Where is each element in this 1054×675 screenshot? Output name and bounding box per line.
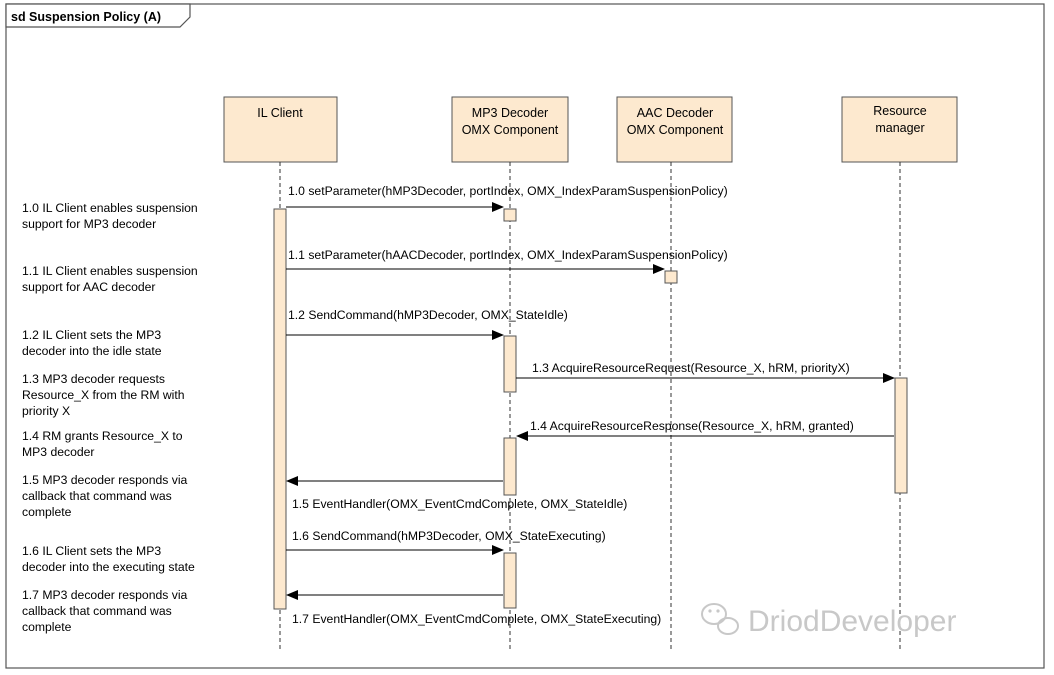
- activation-mp3-idle: [503, 335, 517, 393]
- svg-text:MP3 decoder: MP3 decoder: [22, 445, 95, 459]
- activation-aac-setparam: [664, 270, 678, 284]
- svg-text:priority X: priority X: [22, 404, 70, 418]
- watermark: DriodDeveloper: [701, 603, 956, 638]
- svg-text:Resource_X from the RM with: Resource_X from the RM with: [22, 388, 185, 402]
- message-label-1-4: 1.4 AcquireResourceResponse(Resource_X, …: [530, 419, 854, 433]
- message-label-1-3: 1.3 AcquireResourceRequest(Resource_X, h…: [532, 361, 850, 375]
- activation-mp3-setparam: [503, 208, 517, 222]
- svg-text:callback that command was: callback that command was: [22, 604, 172, 618]
- svg-text:complete: complete: [22, 620, 72, 634]
- note-1-4: 1.4 RM grants Resource_X to MP3 decoder: [22, 429, 183, 459]
- participant-aac-label-line2: OMX Component: [627, 123, 724, 137]
- svg-text:support for MP3 decoder: support for MP3 decoder: [22, 217, 156, 231]
- message-label-1-5: 1.5 EventHandler(OMX_EventCmdComplete, O…: [292, 497, 627, 511]
- participant-aac-label-line1: AAC Decoder: [637, 106, 713, 120]
- note-1-5: 1.5 MP3 decoder responds via callback th…: [22, 473, 188, 519]
- svg-text:decoder into the executing sta: decoder into the executing state: [22, 560, 195, 574]
- message-label-1-2: 1.2 SendCommand(hMP3Decoder, OMX_StateId…: [288, 308, 568, 322]
- participant-mp3-label-line1: MP3 Decoder: [472, 106, 548, 120]
- activation-il-client: [273, 208, 287, 610]
- activation-mp3-executing: [503, 552, 517, 609]
- svg-text:complete: complete: [22, 505, 72, 519]
- diagram-frame: [5, 3, 1045, 669]
- svg-text:1.0 IL Client enables suspensi: 1.0 IL Client enables suspension: [22, 201, 198, 215]
- note-1-3: 1.3 MP3 decoder requests Resource_X from…: [22, 372, 185, 418]
- activation-mp3-response: [503, 437, 517, 496]
- note-1-2: 1.2 IL Client sets the MP3 decoder into …: [22, 328, 162, 358]
- svg-text:decoder into the idle state: decoder into the idle state: [22, 344, 162, 358]
- note-1-6: 1.6 IL Client sets the MP3 decoder into …: [22, 544, 195, 574]
- participant-mp3-decoder: MP3 Decoder OMX Component: [451, 96, 569, 163]
- frame-title: sd Suspension Policy (A): [11, 10, 161, 24]
- svg-text:support for AAC decoder: support for AAC decoder: [22, 280, 155, 294]
- svg-text:1.3 MP3 decoder requests: 1.3 MP3 decoder requests: [22, 372, 165, 386]
- note-1-7: 1.7 MP3 decoder responds via callback th…: [22, 588, 188, 634]
- message-label-1-0: 1.0 setParameter(hMP3Decoder, portIndex,…: [288, 184, 728, 198]
- svg-text:1.7 MP3 decoder responds via: 1.7 MP3 decoder responds via: [22, 588, 188, 602]
- watermark-text: DriodDeveloper: [748, 605, 956, 638]
- participant-mp3-label-line2: OMX Component: [462, 123, 559, 137]
- svg-text:1.2 IL Client sets the MP3: 1.2 IL Client sets the MP3: [22, 328, 161, 342]
- svg-text:1.4 RM grants Resource_X to: 1.4 RM grants Resource_X to: [22, 429, 183, 443]
- participant-aac-decoder: AAC Decoder OMX Component: [616, 96, 733, 163]
- note-1-1: 1.1 IL Client enables suspension support…: [22, 264, 198, 294]
- participant-rm-label-line2: manager: [875, 121, 924, 135]
- svg-text:callback that command was: callback that command was: [22, 489, 172, 503]
- frame-title-tab: [5, 3, 191, 28]
- svg-text:1.5 MP3 decoder responds via: 1.5 MP3 decoder responds via: [22, 473, 188, 487]
- wechat-icon: [701, 603, 739, 635]
- participant-il-client: IL Client: [223, 96, 338, 163]
- message-label-1-6: 1.6 SendCommand(hMP3Decoder, OMX_StateEx…: [292, 529, 606, 543]
- svg-text:1.1 IL Client enables suspensi: 1.1 IL Client enables suspension: [22, 264, 198, 278]
- note-1-0: 1.0 IL Client enables suspension support…: [22, 201, 198, 231]
- participant-il-client-label: IL Client: [257, 106, 303, 120]
- activation-resource-manager: [894, 377, 908, 494]
- participant-rm-label-line1: Resource: [873, 104, 927, 118]
- participant-resource-manager: Resource manager: [841, 96, 958, 163]
- svg-text:1.6 IL Client sets the MP3: 1.6 IL Client sets the MP3: [22, 544, 161, 558]
- message-label-1-1: 1.1 setParameter(hAACDecoder, portIndex,…: [288, 248, 728, 262]
- message-label-1-7: 1.7 EventHandler(OMX_EventCmdComplete, O…: [292, 612, 661, 626]
